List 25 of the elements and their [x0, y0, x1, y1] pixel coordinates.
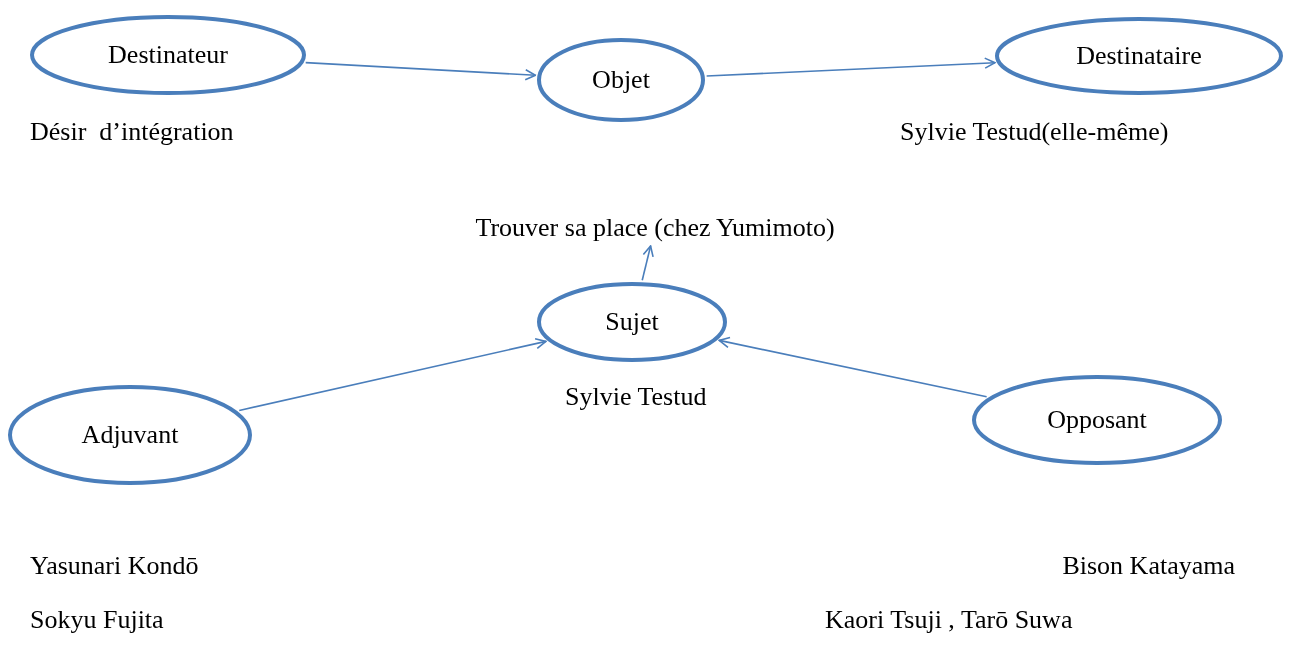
arrow — [705, 57, 996, 77]
actant-label: Destinataire — [1076, 41, 1202, 71]
character-name: Sylvie Testud — [565, 383, 707, 412]
arrow — [718, 336, 988, 398]
character-name: Kaori Tsuji , Tarō Suwa — [825, 606, 1073, 635]
actant-ellipse — [8, 385, 252, 485]
actant-ellipse — [537, 38, 705, 122]
actant-ellipse — [537, 282, 727, 362]
character-name: Yasunari Kondō — [30, 552, 199, 581]
actant-ellipse — [30, 15, 306, 95]
character-name: Sylvie Testud(elle-même) — [900, 118, 1169, 147]
arrow — [238, 337, 547, 412]
goal-text: Trouver sa place (chez Yumimoto) — [475, 213, 835, 243]
actant-ellipse — [995, 17, 1283, 95]
actant-label: Destinateur — [108, 40, 228, 70]
actant-ellipse — [972, 375, 1222, 465]
arrow — [304, 61, 537, 81]
character-name: Sokyu Fujita — [30, 606, 164, 635]
character-name: Désir d’intégration — [30, 118, 234, 147]
actant-label: Opposant — [1047, 405, 1147, 435]
character-name: Bison Katayama — [1062, 552, 1235, 581]
actant-label: Sujet — [605, 307, 659, 337]
actant-label: Objet — [592, 65, 650, 95]
arrow — [641, 245, 654, 282]
actant-label: Adjuvant — [81, 420, 179, 450]
